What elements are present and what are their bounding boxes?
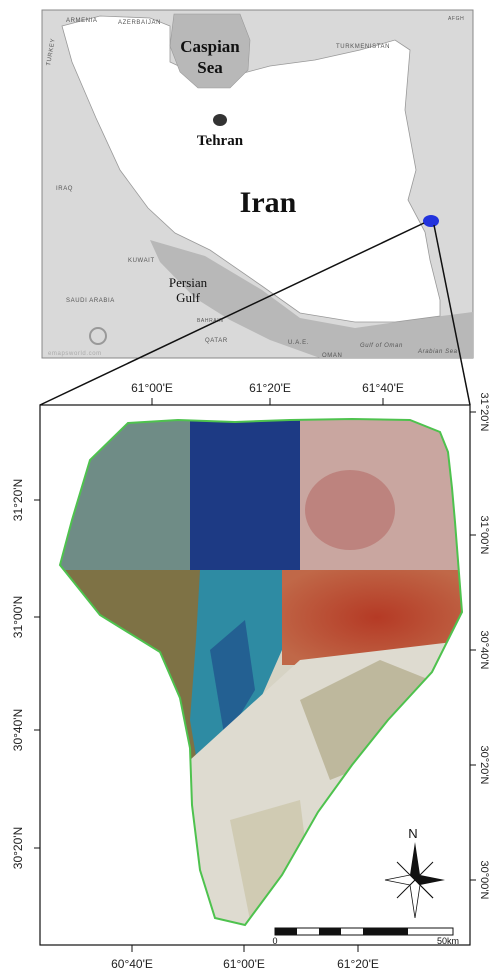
label-tehran: Tehran xyxy=(197,133,244,149)
label-caspian-2: Sea xyxy=(197,58,223,77)
label-turkey: TURKEY xyxy=(46,38,57,67)
left-tick-4: 30°20'N xyxy=(11,827,25,869)
caspian-sea xyxy=(169,13,251,89)
bottom-tick-2: 61°00'E xyxy=(223,957,265,971)
top-tick-3: 61°40'E xyxy=(362,381,404,395)
persian-gulf-water xyxy=(150,240,473,358)
right-tick-2: 31°00'N xyxy=(478,516,490,555)
label-arabian-sea: Arabian Sea xyxy=(417,349,458,355)
right-tick-5: 30°00'N xyxy=(478,861,490,900)
scale-end-label: 50km xyxy=(437,936,459,946)
label-persian-2: Gulf xyxy=(176,290,201,305)
scale-start-label: 0 xyxy=(272,936,277,946)
top-tick-2: 61°20'E xyxy=(249,381,291,395)
scale-bar xyxy=(274,927,454,936)
tehran-dot xyxy=(213,114,227,126)
north-label: N xyxy=(408,826,417,841)
study-area-marker xyxy=(423,215,439,227)
label-oman: OMAN xyxy=(322,353,342,359)
watermark-text: emapsworld.com xyxy=(48,351,102,357)
label-kuwait: KUWAIT xyxy=(128,258,155,264)
left-tick-3: 30°40'N xyxy=(11,709,25,751)
inset-map: ARMENIA AZERBAIJAN TURKEY TURKMENISTAN A… xyxy=(41,9,474,359)
label-gulf-of-oman: Gulf of Oman xyxy=(360,343,403,349)
satellite-map: N 0 50km 61°00'E 61°20'E 61°40'E 60°40'E… xyxy=(11,381,490,971)
label-afgh: AFGH xyxy=(448,16,464,22)
right-tick-1: 31°20'N xyxy=(478,393,490,432)
tick-marks xyxy=(34,398,476,952)
left-tick-1: 31°20'N xyxy=(11,479,25,521)
label-turkmenistan: TURKMENISTAN xyxy=(336,44,390,50)
connector-line-left xyxy=(39,222,425,406)
label-caspian-1: Caspian xyxy=(180,37,240,56)
connector-line-right xyxy=(433,224,471,406)
label-bahrain: BAHRAIN xyxy=(197,318,223,324)
label-iraq: IRAQ xyxy=(56,186,73,192)
label-armenia: ARMENIA xyxy=(66,18,98,24)
label-persian-1: Persian xyxy=(169,275,208,290)
label-iran: Iran xyxy=(240,186,297,219)
left-tick-2: 31°00'N xyxy=(11,596,25,638)
bottom-tick-1: 60°40'E xyxy=(111,957,153,971)
north-arrow xyxy=(384,842,445,919)
right-tick-3: 30°40'N xyxy=(478,631,490,670)
right-tick-4: 30°20'N xyxy=(478,746,490,785)
study-area-boundary xyxy=(58,417,464,927)
watermark-logo xyxy=(89,327,107,345)
label-qatar: QATAR xyxy=(205,338,228,344)
bottom-tick-3: 61°20'E xyxy=(337,957,379,971)
label-uae: U.A.E. xyxy=(288,340,309,346)
label-saudi-arabia: SAUDI ARABIA xyxy=(66,298,115,304)
label-azerbaijan: AZERBAIJAN xyxy=(118,20,161,26)
top-tick-1: 61°00'E xyxy=(131,381,173,395)
